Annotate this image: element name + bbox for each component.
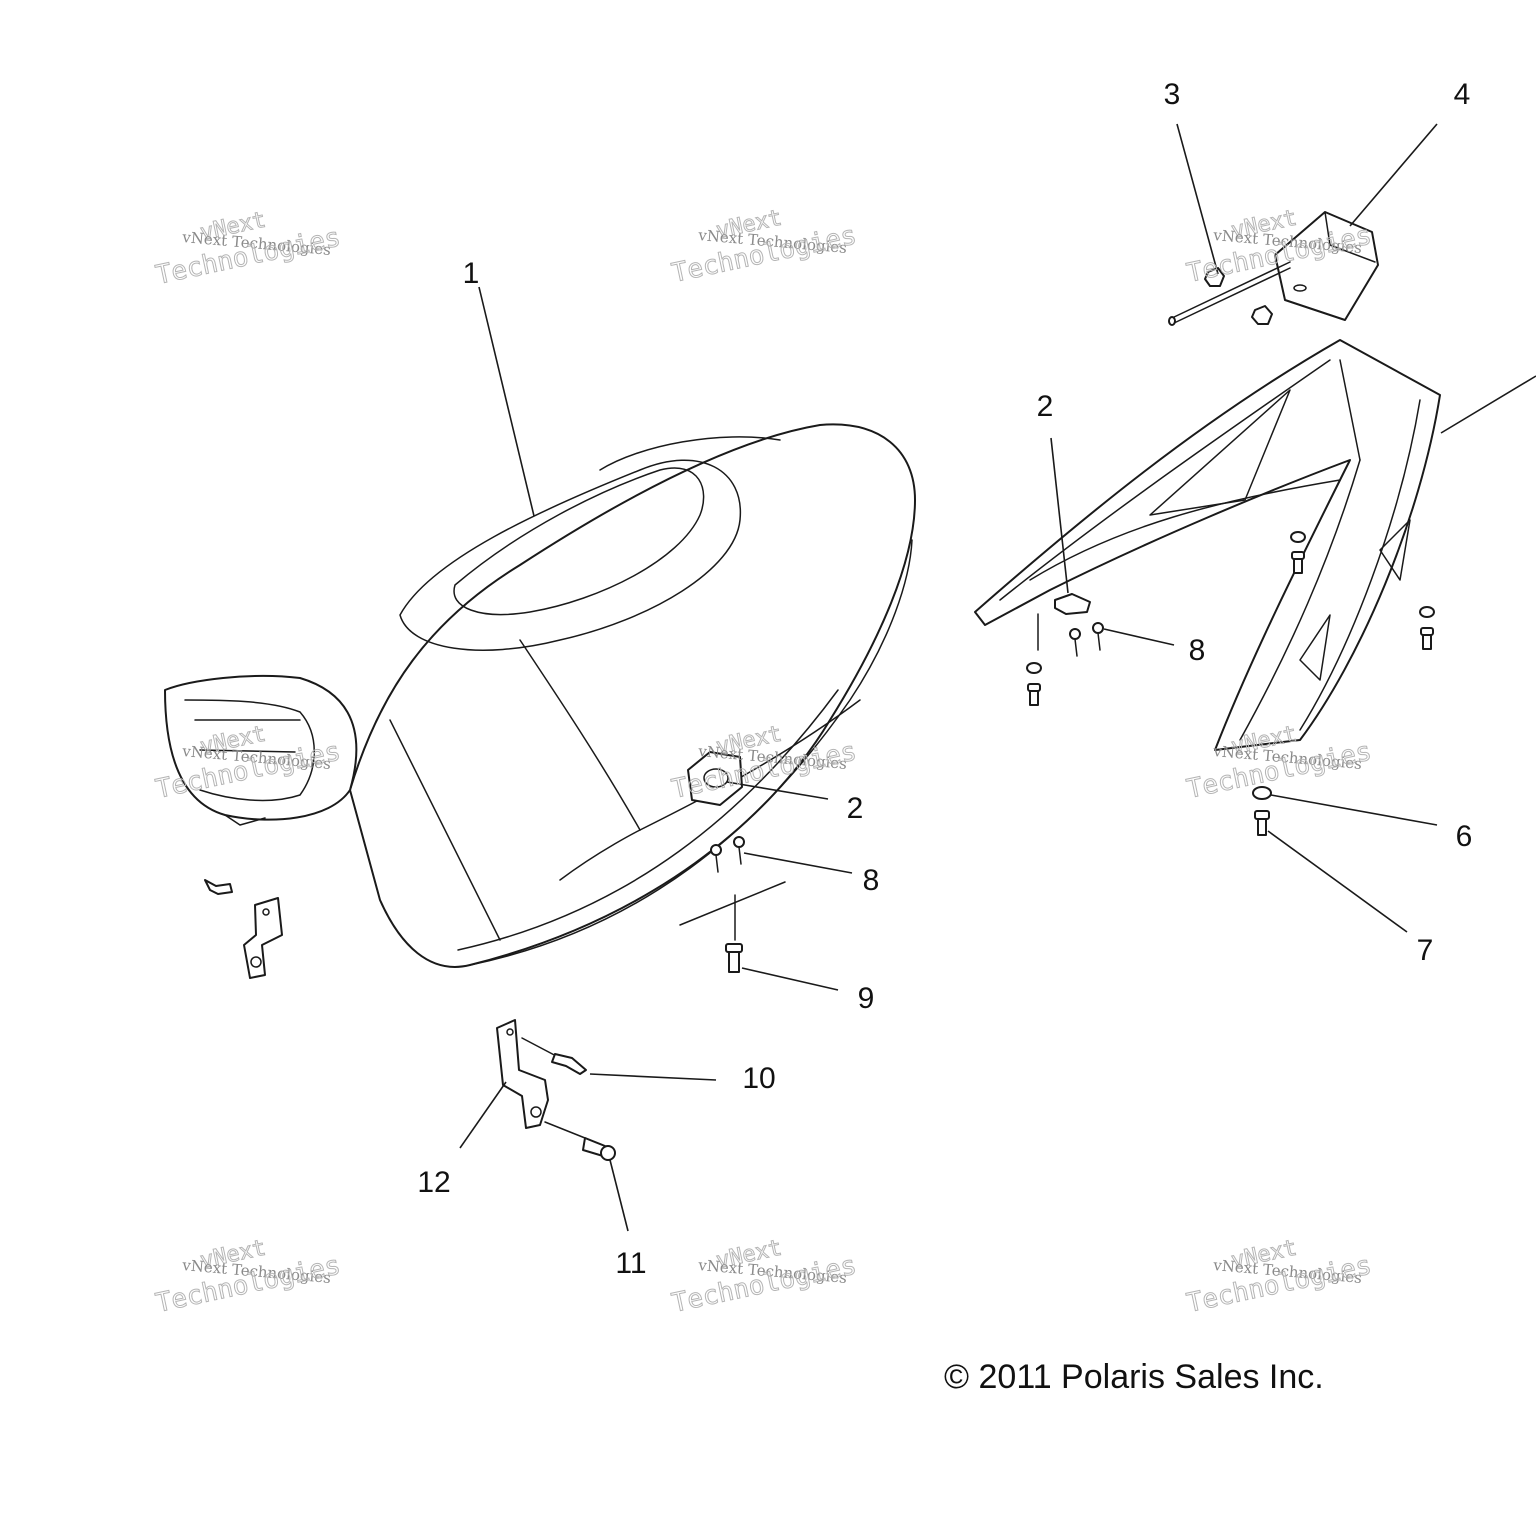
callout-grommet-left: 2: [847, 792, 864, 825]
grommet-shape: [687, 751, 743, 806]
watermark: vNext vNext Technologies Technologies: [669, 1235, 860, 1319]
callout-end-cap: 4: [1454, 78, 1471, 111]
callout-screw: 11: [615, 1247, 646, 1280]
callout-labels: 1 2 8 9 10 12 11 2 8 3 4 6 7: [417, 78, 1472, 1280]
seat-rivets: [710, 836, 745, 873]
callout-pin: 10: [742, 1062, 775, 1095]
callout-rivet-right: 8: [1189, 634, 1206, 667]
callout-rivet-left: 8: [863, 864, 880, 897]
callout-seat: 1: [463, 257, 480, 290]
left-bracket: [204, 879, 283, 979]
callout-bolt-left: 9: [858, 982, 875, 1015]
watermarks: vNext vNext Technologies Technologies vN…: [153, 205, 1375, 1319]
seat-bolt: [679, 881, 786, 973]
callout-bolt-right: 7: [1417, 934, 1434, 967]
watermark: vNext vNext Technologies Technologies: [1184, 721, 1375, 805]
end-cap-group: [1168, 211, 1379, 326]
leader-lines: [459, 123, 1536, 1232]
grab-handle-assembly: [974, 339, 1441, 836]
callout-bracket: 12: [417, 1166, 450, 1199]
copyright-notice: © 2011 Polaris Sales Inc.: [944, 1358, 1324, 1396]
watermark: vNext vNext Technologies Technologies: [153, 207, 344, 291]
callout-nut: 3: [1164, 78, 1181, 111]
seat-assembly: [164, 423, 916, 979]
callout-washer: 6: [1456, 820, 1473, 853]
lower-bracket-group: [496, 1019, 616, 1161]
callout-grommet-right: 2: [1037, 390, 1054, 423]
watermark: vNext vNext Technologies Technologies: [1184, 1235, 1375, 1319]
watermark: vNext vNext Technologies Technologies: [669, 205, 860, 289]
watermark: vNext vNext Technologies Technologies: [153, 1235, 344, 1319]
